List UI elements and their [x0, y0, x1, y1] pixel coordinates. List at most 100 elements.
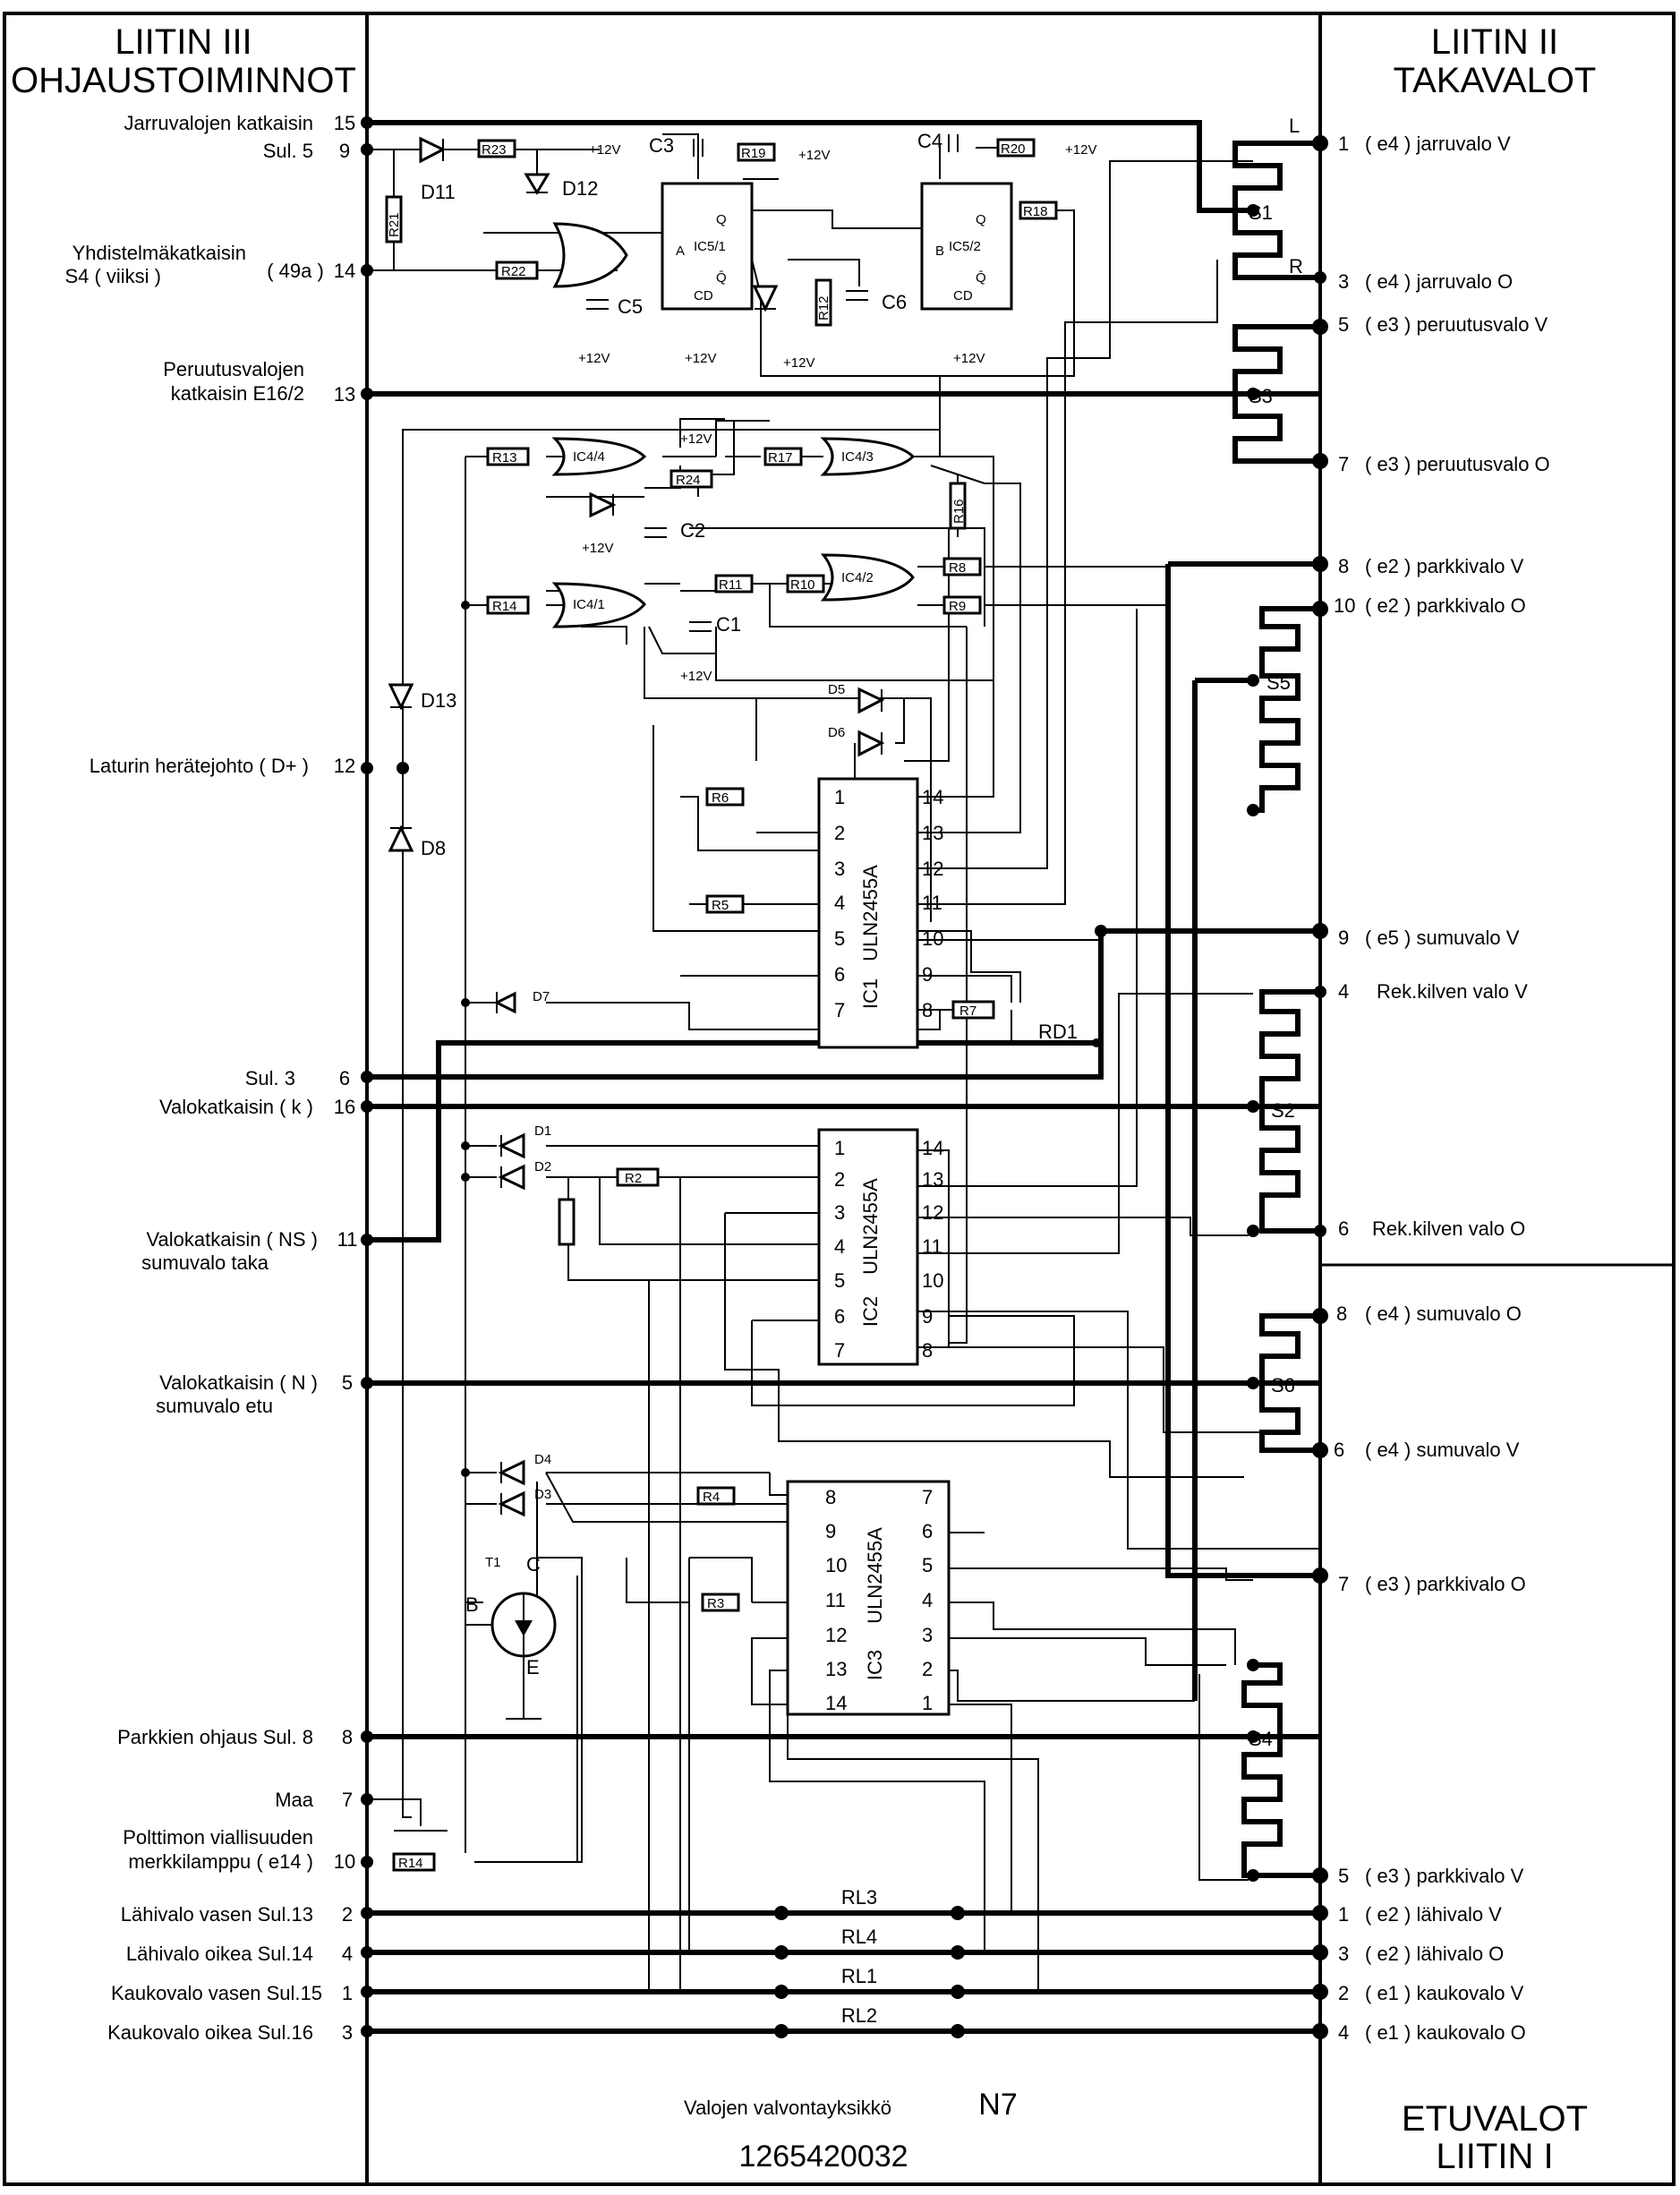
- svg-text:13: 13: [825, 1658, 847, 1680]
- label-R: R: [1289, 255, 1303, 278]
- unit-name: Valojen valvontayksikkö: [684, 2097, 891, 2119]
- svg-text:+12V: +12V: [589, 142, 620, 158]
- ic3-chip: ULN2455A: [864, 1527, 886, 1624]
- rc-jarru-v-pin: 1: [1338, 132, 1349, 155]
- svg-text:D12: D12: [562, 177, 598, 200]
- capacitors: C3 C4 C5 C6 C2 C1: [586, 130, 959, 636]
- svg-text:3: 3: [834, 858, 845, 880]
- rc-sumu-v-pin: 9: [1338, 927, 1349, 949]
- left-title-2: OHJAUSTOIMINNOT: [11, 61, 356, 100]
- svg-text:R4: R4: [703, 1490, 720, 1505]
- svg-text:8: 8: [825, 1486, 836, 1508]
- lc-9-pin: 9: [339, 140, 350, 162]
- svg-text:C2: C2: [680, 519, 705, 542]
- transistor-t1: T1 B C E: [465, 1553, 557, 1720]
- ic1: ULN2455A IC1: [817, 777, 919, 1049]
- svg-text:10: 10: [922, 1269, 943, 1292]
- svg-text:6: 6: [922, 1520, 933, 1542]
- gate-ic4: IC4/4 IC4/3 IC4/1 IC4/2: [551, 222, 916, 628]
- lc-11-label-2: sumuvalo taka: [141, 1251, 269, 1274]
- rc-sumu-o-pin: 8: [1336, 1302, 1347, 1325]
- svg-text:IC5/1: IC5/1: [694, 239, 726, 254]
- relay-rl2: RL2: [841, 2004, 877, 2027]
- svg-text:11: 11: [825, 1589, 846, 1611]
- rc-lahi-o-label: ( e2 ) lähivalo O: [1365, 1943, 1504, 1965]
- coil-s4: [1241, 1662, 1320, 1878]
- svg-text:D1: D1: [534, 1123, 551, 1139]
- lc-13-pin: 13: [334, 383, 355, 406]
- svg-text:2: 2: [834, 822, 845, 844]
- lc-6-pin: 6: [339, 1067, 350, 1089]
- svg-text:B: B: [935, 243, 944, 259]
- svg-text:IC5/2: IC5/2: [949, 239, 981, 254]
- relay-rl1: RL1: [841, 1965, 877, 1987]
- relay-rl4: RL4: [841, 1926, 877, 1948]
- ic1-chip: ULN2455A: [859, 865, 882, 961]
- rc-parkki-o-pin: 10: [1334, 594, 1355, 617]
- right-bottom-title-1: ETUVALOT: [1402, 2099, 1588, 2139]
- svg-text:14: 14: [922, 786, 943, 808]
- rc-parkki-v-pin: 8: [1338, 555, 1349, 577]
- lc-5-pin: 5: [342, 1371, 353, 1394]
- coil-s6: [1259, 1313, 1320, 1453]
- rc-lahi-v-label: ( e2 ) lähivalo V: [1365, 1903, 1502, 1926]
- svg-text:Q̄: Q̄: [716, 270, 727, 286]
- rc-parkki-v2-label: ( e3 ) parkkivalo V: [1365, 1865, 1524, 1887]
- junction-dots: [361, 116, 1328, 2039]
- lc-13-label-1: Peruutusvalojen: [163, 358, 304, 380]
- svg-text:12: 12: [922, 858, 943, 880]
- lc-1-label: Kaukovalo vasen Sul.15: [111, 1982, 322, 2004]
- rc-parkki-o-label: ( e2 ) parkkivalo O: [1365, 594, 1526, 617]
- svg-text:Q: Q: [976, 212, 986, 227]
- svg-text:2: 2: [922, 1658, 933, 1680]
- svg-text:A: A: [676, 243, 685, 259]
- rc-peruutus-v-label: ( e3 ) peruutusvalo V: [1365, 313, 1548, 336]
- ic1-label: IC1: [859, 978, 882, 1009]
- svg-text:4: 4: [922, 1589, 933, 1611]
- lc-6-label: Sul. 3: [245, 1067, 295, 1089]
- svg-text:8: 8: [922, 1339, 933, 1362]
- svg-text:IC4/2: IC4/2: [841, 570, 874, 585]
- svg-text:R20: R20: [1001, 141, 1026, 157]
- svg-text:10: 10: [922, 927, 943, 950]
- svg-text:+12V: +12V: [680, 669, 712, 684]
- svg-text:14: 14: [922, 1137, 943, 1159]
- svg-text:R9: R9: [949, 599, 966, 614]
- bold-wires: [367, 120, 1320, 2034]
- svg-text:C6: C6: [882, 291, 907, 313]
- rc-sumu-o-label: ( e4 ) sumuvalo O: [1365, 1302, 1522, 1325]
- ic3: ULN2455A IC3: [786, 1480, 951, 1716]
- svg-text:S5: S5: [1266, 671, 1291, 694]
- svg-text:C5: C5: [618, 295, 643, 318]
- lc-3-pin: 3: [342, 2021, 353, 2044]
- svg-text:D8: D8: [421, 837, 446, 859]
- lc-2-pin: 2: [342, 1903, 353, 1926]
- relay-rl3: RL3: [841, 1886, 877, 1909]
- rc-rek-o-pin: 6: [1338, 1217, 1349, 1240]
- lc-15-pin: 15: [334, 112, 355, 134]
- rc-jarru-o-pin: 3: [1338, 270, 1349, 293]
- lc-16-label: Valokatkaisin ( k ): [159, 1096, 313, 1118]
- svg-text:R10: R10: [790, 577, 815, 593]
- lc-15-label: Jarruvalojen katkaisin: [124, 112, 313, 134]
- rc-peruutus-o-label: ( e3 ) peruutusvalo O: [1365, 453, 1550, 475]
- sensor-labels: S1 S3 S5 S2 S6 S4: [1249, 201, 1295, 1750]
- rc-sumu-v2-pin: 6: [1334, 1439, 1344, 1461]
- svg-text:D5: D5: [828, 682, 845, 697]
- lc-16-pin: 16: [334, 1096, 355, 1118]
- svg-text:Q: Q: [716, 212, 727, 227]
- ic-pin-numbers: 1 2 3 4 5 6 7 14 13 12 11 10 9 8 1 2 3 4…: [825, 786, 943, 1714]
- svg-text:3: 3: [834, 1201, 845, 1224]
- svg-text:+12V: +12V: [953, 351, 985, 366]
- svg-text:11: 11: [922, 1235, 942, 1258]
- rc-peruutus-o-pin: 7: [1338, 453, 1349, 475]
- svg-text:4: 4: [834, 892, 845, 914]
- ic2: ULN2455A IC2: [817, 1128, 919, 1366]
- svg-text:Q̄: Q̄: [976, 270, 986, 286]
- svg-text:R14: R14: [398, 1856, 423, 1871]
- svg-text:IC4/3: IC4/3: [841, 449, 874, 465]
- lc-8-pin: 8: [342, 1726, 353, 1748]
- lc-2-label: Lähivalo vasen Sul.13: [121, 1903, 313, 1926]
- svg-text:R16: R16: [951, 499, 967, 524]
- ic2-label: IC2: [859, 1296, 882, 1327]
